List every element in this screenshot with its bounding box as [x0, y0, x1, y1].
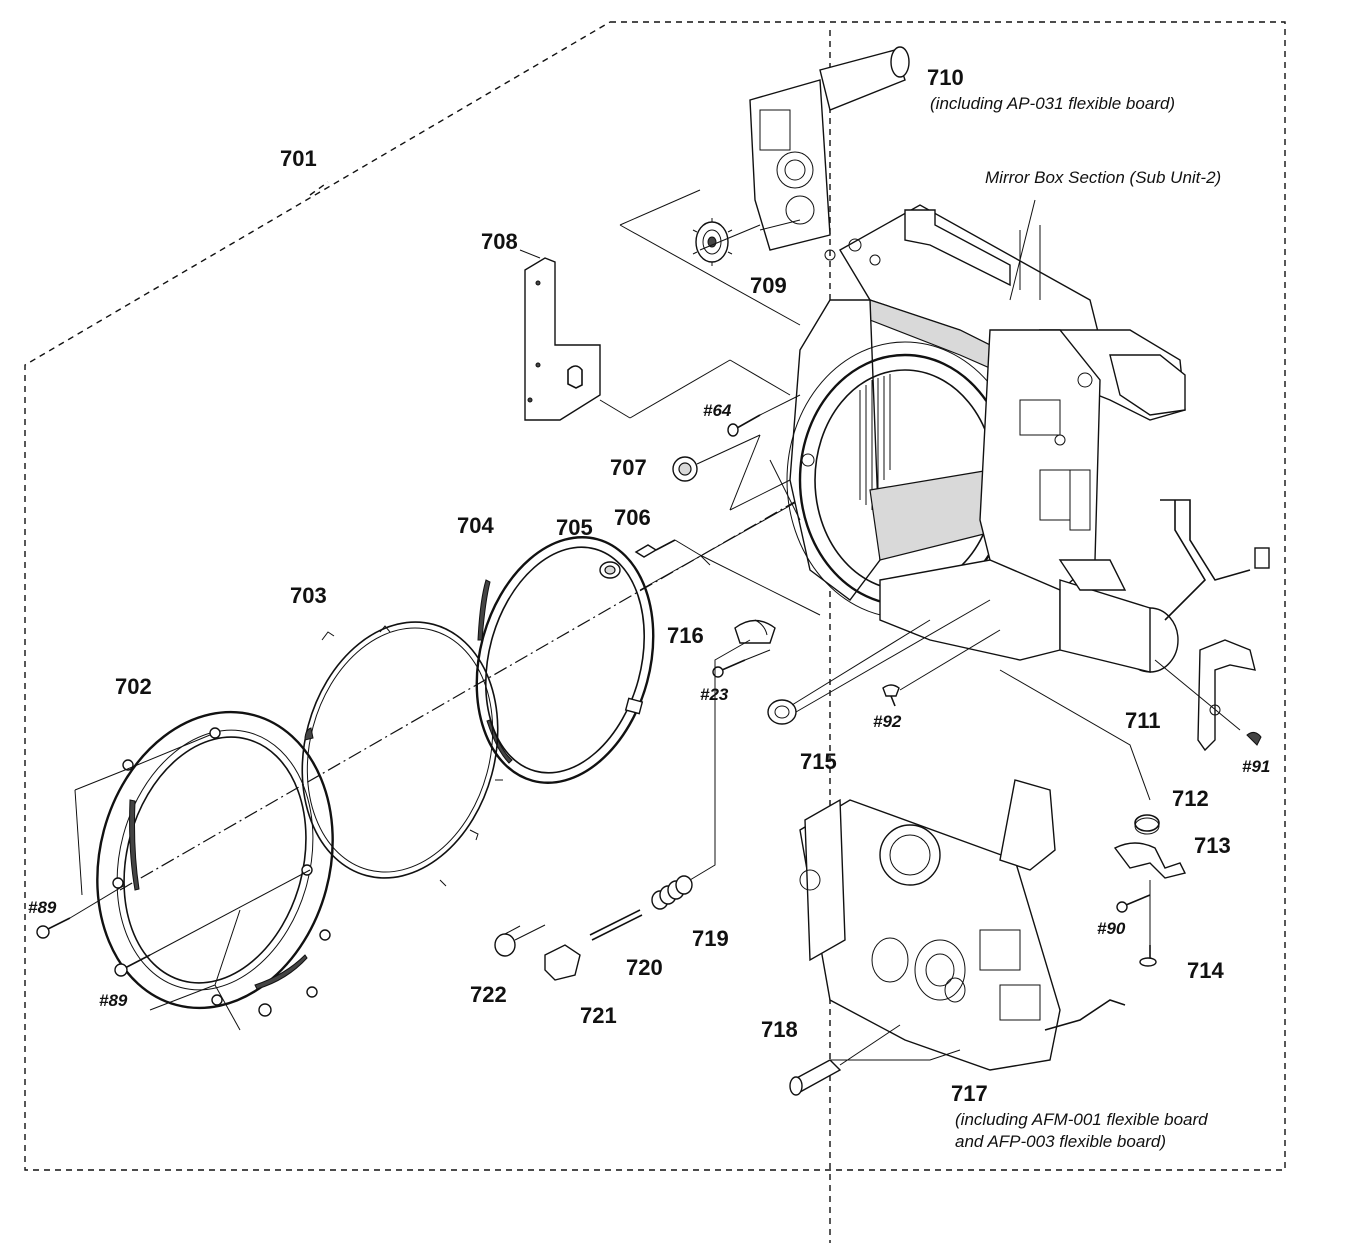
label-708: 708	[481, 229, 518, 254]
label-712: 712	[1172, 786, 1209, 811]
label-717: 717	[951, 1081, 988, 1106]
label-711: 711	[1125, 708, 1161, 733]
part-703-gasket	[301, 621, 503, 887]
note-710-flex-board: (including AP-031 flexible board)	[930, 94, 1176, 113]
part-704-ring	[475, 536, 655, 784]
screws-89	[36, 869, 311, 977]
part-717-af-unit	[799, 779, 1126, 1071]
label-709: 709	[750, 273, 787, 298]
part-710-drive-unit	[619, 46, 910, 326]
label-screw-23: #23	[700, 685, 729, 704]
label-screw-64: #64	[703, 401, 732, 420]
label-721: 721	[580, 1003, 617, 1028]
part-709-gear	[692, 218, 761, 266]
label-722: 722	[470, 982, 507, 1007]
mirror-box-section	[786, 199, 1270, 673]
label-715: 715	[800, 749, 837, 774]
parts-705-706	[599, 539, 821, 616]
label-720: 720	[626, 955, 663, 980]
part-711-and-screw-91	[1154, 639, 1262, 752]
note-717-line-1: (including AFM-001 flexible board	[955, 1110, 1208, 1129]
label-screw-89-upper: #89	[28, 898, 57, 917]
label-716: 716	[667, 623, 704, 648]
label-701: 701	[280, 146, 317, 171]
part-715	[767, 599, 991, 725]
label-705: 705	[556, 515, 593, 540]
label-702: 702	[115, 674, 152, 699]
part-708-bracket	[519, 249, 791, 421]
label-713: 713	[1194, 833, 1231, 858]
label-screw-89-lower: #89	[99, 991, 128, 1010]
part-716-and-screw-23	[712, 619, 776, 678]
screw-92	[882, 629, 1001, 707]
label-screw-92: #92	[873, 712, 902, 731]
label-710: 710	[927, 65, 964, 90]
note-mirror-box-section: Mirror Box Section (Sub Unit-2)	[985, 168, 1222, 187]
part-702-mount	[74, 710, 334, 1031]
label-704: 704	[457, 513, 494, 538]
label-706: 706	[614, 505, 651, 530]
optical-axis	[119, 469, 851, 891]
label-718: 718	[761, 1017, 798, 1042]
label-719: 719	[692, 926, 729, 951]
label-714: 714	[1187, 958, 1224, 983]
parts-712-713-714	[999, 669, 1187, 967]
part-718	[789, 1024, 901, 1096]
parts-719-722	[494, 639, 751, 981]
note-717-line-2: and AFP-003 flexible board)	[955, 1132, 1167, 1151]
label-screw-90: #90	[1097, 919, 1126, 938]
label-707: 707	[610, 455, 647, 480]
label-screw-91: #91	[1242, 757, 1271, 776]
screw-64-and-part-707	[672, 394, 801, 521]
label-703: 703	[290, 583, 327, 608]
